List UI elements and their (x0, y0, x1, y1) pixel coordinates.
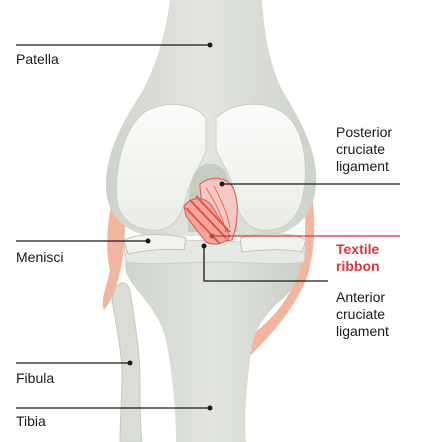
patella-label: Patella (16, 51, 59, 68)
tibia-dot (208, 406, 213, 411)
menisci-label: Menisci (16, 249, 63, 266)
patella-dot (208, 43, 213, 48)
posterior-cruciate-label: Posterior cruciate ligament (336, 124, 392, 175)
posterior-dot (220, 182, 225, 187)
fibula-label: Fibula (16, 370, 54, 387)
textile-ribbon-label: Textile ribbon (336, 241, 380, 275)
tibia-bone (125, 246, 301, 442)
anterior-dot (202, 244, 207, 249)
textile-dot (210, 234, 215, 239)
tibia-label: Tibia (16, 413, 46, 430)
anterior-cruciate-label: Anterior cruciate ligament (336, 289, 389, 340)
fibula-dot (128, 361, 133, 366)
menisci-dot (146, 239, 151, 244)
